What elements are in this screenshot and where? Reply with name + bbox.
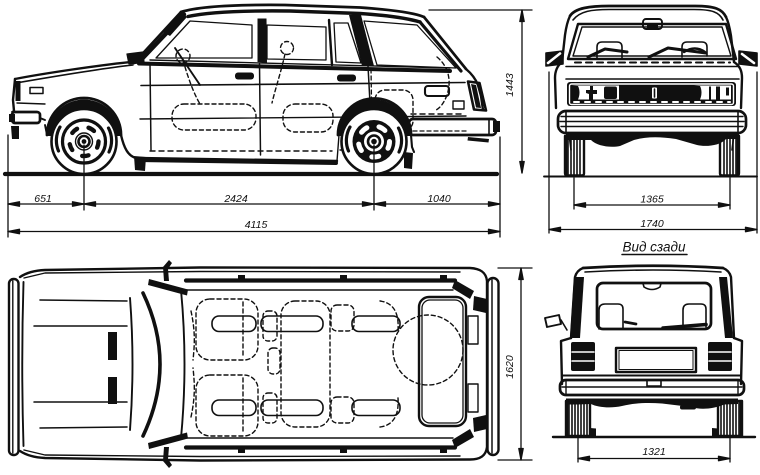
svg-text:1443: 1443 — [504, 73, 516, 97]
svg-text:1620: 1620 — [504, 355, 516, 379]
svg-text:1321: 1321 — [642, 446, 665, 458]
svg-text:Вид сзади: Вид сзади — [622, 240, 686, 255]
svg-text:1740: 1740 — [640, 218, 664, 230]
svg-text:1040: 1040 — [427, 193, 451, 205]
svg-text:2424: 2424 — [223, 193, 248, 205]
svg-text:651: 651 — [34, 193, 52, 205]
svg-text:1365: 1365 — [640, 194, 664, 206]
svg-text:4115: 4115 — [245, 219, 268, 231]
